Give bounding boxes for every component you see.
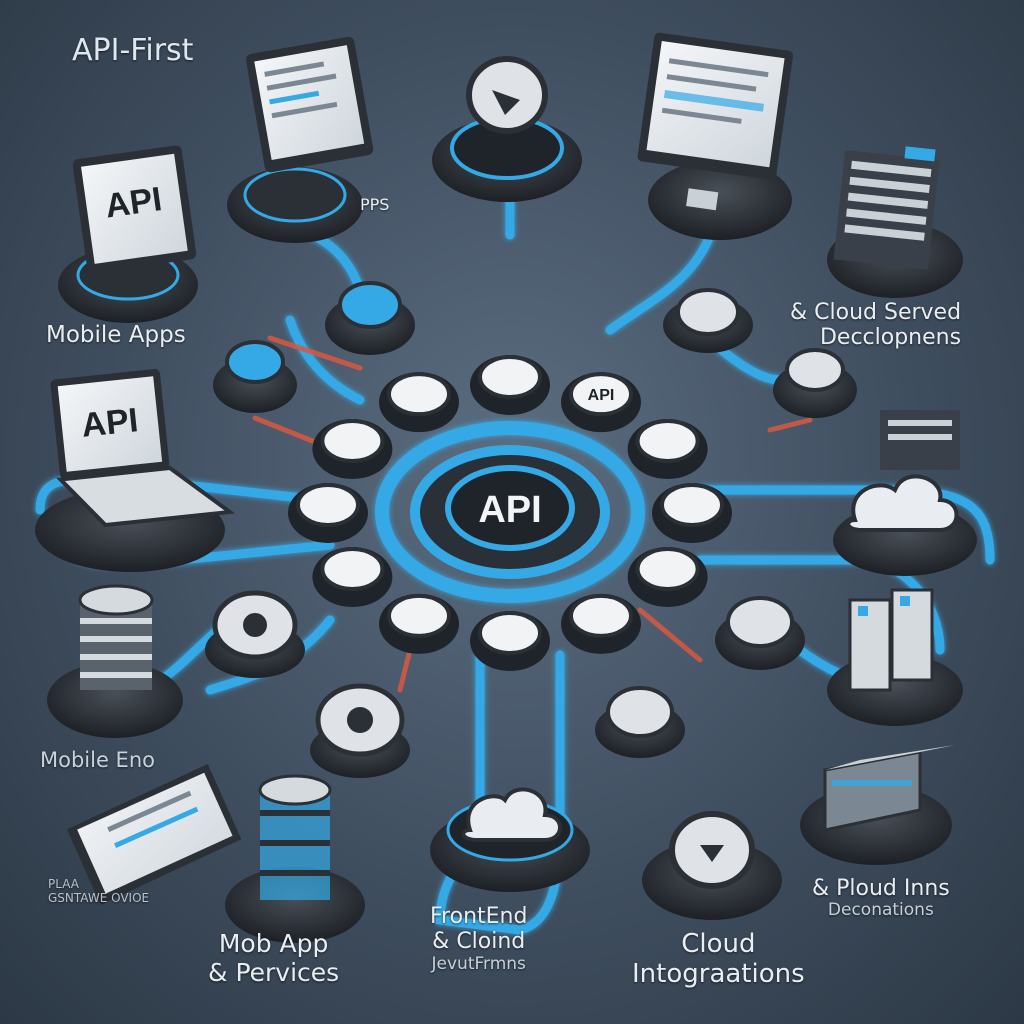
database-cylinder-icon — [258, 774, 332, 900]
label-small-left-line1: PLAA — [48, 877, 79, 891]
label-cloud-served: & Cloud Served Decclopnens — [790, 300, 961, 351]
node-right-cloud[interactable] — [833, 410, 977, 576]
hub-node-label: API — [588, 387, 615, 404]
label-mobile-end: Mobile Eno — [40, 748, 155, 772]
node-right-mid[interactable] — [715, 596, 805, 670]
desktop-monitor-icon — [637, 32, 793, 211]
node-right-servers[interactable] — [827, 588, 963, 726]
cloud-icon — [461, 787, 562, 842]
label-mobile-apps: Mobile Apps — [46, 322, 186, 348]
node-right-drum[interactable] — [773, 348, 857, 418]
node-top-center[interactable] — [432, 56, 582, 202]
node-left-gear[interactable] — [205, 590, 305, 678]
label-cloud-int-line1: Cloud — [681, 929, 756, 959]
hub-node-ring: API — [288, 355, 732, 671]
node-bottom-left-cylinder[interactable] — [225, 774, 365, 943]
tablet-icon: API — [72, 145, 197, 274]
svg-text:API: API — [80, 401, 140, 445]
hub-node[interactable] — [379, 593, 459, 654]
node-server-box[interactable] — [827, 140, 963, 298]
node-bottom-right-disc[interactable] — [642, 811, 782, 920]
hub-node[interactable] — [379, 372, 459, 433]
hub-node[interactable]: API — [561, 372, 641, 433]
node-bottom-left-gear[interactable] — [310, 683, 410, 778]
hub-node[interactable] — [312, 419, 393, 479]
label-mob-app-line2: & Pervices — [208, 957, 340, 987]
svg-text:API: API — [103, 180, 164, 226]
label-pps: PPS — [360, 195, 390, 214]
node-api-laptop[interactable]: API — [35, 363, 236, 572]
diagram-title: API-First — [72, 33, 194, 68]
storage-box-icon — [823, 745, 955, 832]
hub-node[interactable] — [627, 547, 708, 607]
database-stack-icon — [78, 584, 154, 690]
node-right-box[interactable] — [800, 745, 955, 865]
label-small-left: PLAA GSNTAWE OVIOE — [48, 877, 150, 906]
label-cloud-integrations: Cloud Intograations — [632, 929, 805, 990]
node-left-small[interactable] — [213, 340, 297, 413]
label-mob-app-line1: Mob App — [218, 929, 329, 958]
label-small-left-line2: GSNTAWE OVIOE — [48, 890, 150, 905]
node-api-tablet[interactable]: API — [58, 145, 198, 323]
server-rack-icon — [833, 146, 940, 270]
node-right-small[interactable] — [663, 288, 753, 353]
cycle-icon — [466, 56, 548, 134]
hub-node[interactable] — [470, 611, 550, 671]
cloud-server-icon — [846, 474, 959, 532]
central-api-hub: API — [375, 421, 645, 603]
node-top-left-monitor[interactable] — [227, 36, 374, 243]
label-frontend-line1: FrontEnd — [430, 904, 528, 929]
laptop-icon: API — [50, 368, 236, 528]
label-ploud-line2: Deconations — [827, 900, 934, 921]
hub-node[interactable] — [561, 593, 641, 654]
node-document[interactable] — [60, 760, 248, 908]
label-frontend: FrontEnd & Cloind JevutFrmns — [430, 904, 527, 974]
node-bottom-cloud[interactable] — [430, 787, 590, 892]
monitor-icon — [245, 36, 374, 173]
label-cloud-served-line2: Decclopnens — [819, 325, 962, 351]
hub-node[interactable] — [470, 355, 550, 415]
label-mob-app: Mob App & Pervices — [208, 929, 340, 988]
label-cloud-int-line2: Intograations — [632, 958, 805, 989]
peripheral-nodes: API API — [35, 32, 977, 943]
label-cloud-served-line1: & Cloud Served — [790, 300, 962, 325]
label-frontend-line3: JevutFrmns — [431, 953, 526, 974]
server-tower-icon — [848, 588, 934, 692]
link-mid-left — [285, 315, 365, 405]
hub-label: API — [478, 489, 541, 531]
document-icon — [66, 763, 242, 905]
label-ploud-line1: & Ploud Inns — [812, 876, 950, 901]
node-mid-left-small[interactable] — [325, 281, 415, 355]
hub-node[interactable] — [627, 419, 708, 479]
hub-node[interactable] — [652, 483, 732, 543]
node-top-right-monitor[interactable] — [632, 32, 794, 240]
node-left-stack[interactable] — [47, 584, 183, 738]
label-ploud: & Ploud Inns Deconations — [812, 876, 950, 921]
label-frontend-line2: & Cloind — [432, 929, 526, 955]
hub-node[interactable] — [288, 483, 368, 543]
node-bottom-mid-right[interactable] — [595, 686, 685, 758]
hub-node[interactable] — [312, 547, 393, 607]
